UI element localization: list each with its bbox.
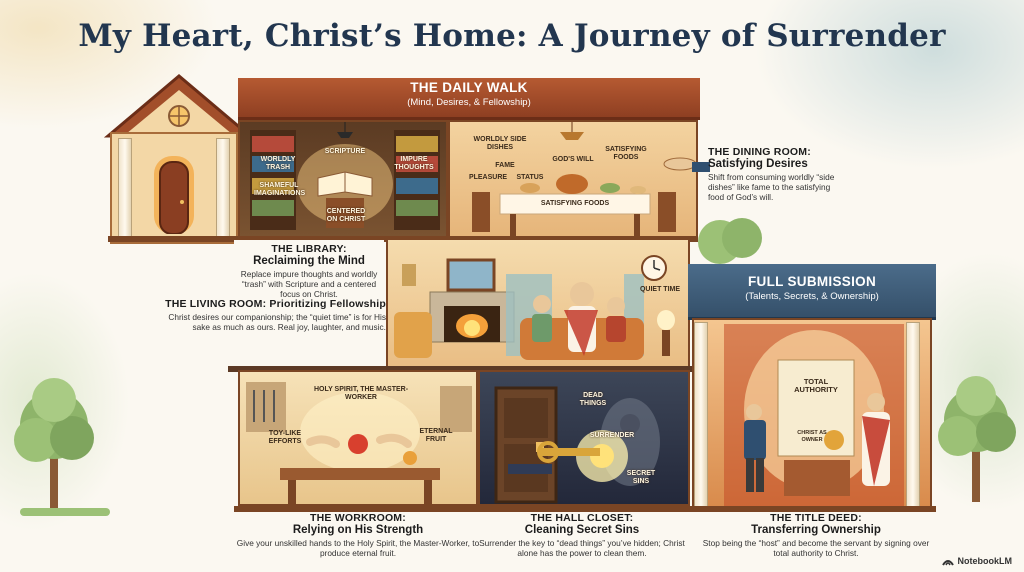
living-illustration <box>394 255 675 360</box>
tag-christ-as-owner: CHRIST AS OWNER <box>797 430 827 443</box>
dining-room-label: THE DINING ROOM: Satisfying Desires Shif… <box>708 146 848 202</box>
tag-gods-will: GOD'S WILL <box>552 156 594 163</box>
hall-closet-heading: THE HALL CLOSET: <box>530 512 634 524</box>
daily-walk-banner: THE DAILY WALK (Mind, Desires, & Fellows… <box>238 80 700 108</box>
closet-illustration <box>494 386 660 504</box>
watercolor-wash-top-right <box>754 0 1024 170</box>
tag-toy-like-efforts: TOY-LIKE EFFORTS <box>268 430 302 445</box>
title-deed-subheading: Transferring Ownership <box>751 524 881 536</box>
tag-eternal-fruit: ETERNAL FRUIT <box>419 428 453 443</box>
ground-floor <box>234 506 694 512</box>
tag-satisfying-foods-table: SATISFYING FOODS <box>540 200 610 207</box>
hall-closet-label: THE HALL CLOSET: Cleaning Secret Sins Su… <box>470 512 694 558</box>
library-living-label-bg <box>234 240 384 368</box>
library-heading: THE LIBRARY: <box>271 243 347 255</box>
dining-illustration <box>472 122 676 236</box>
tree-right-illustration <box>938 376 1016 502</box>
page-title: My Heart, Christ’s Home: A Journey of Su… <box>78 18 946 54</box>
tag-centered-on-christ: CENTERED ON CHRIST <box>326 208 366 223</box>
library-body: Replace impure thoughts and worldly “tra… <box>240 269 378 299</box>
living-room-heading: THE LIVING ROOM: Prioritizing Fellowship <box>165 298 386 310</box>
living-room: QUIET TIME <box>386 238 690 370</box>
brand-watermark: NotebookLM <box>941 556 1013 566</box>
workroom: HOLY SPIRIT, THE MASTER-WORKER TOY-LIKE … <box>238 370 478 506</box>
tag-shameful-imaginations: SHAMEFUL IMAGINATIONS <box>254 182 306 197</box>
living-room-body: Christ desires our companionship; the “q… <box>168 312 386 332</box>
title-deed-room: TOTAL AUTHORITY CHRIST AS OWNER <box>692 318 932 508</box>
workroom-heading: THE WORKROOM: <box>310 512 406 524</box>
workroom-body: Give your unskilled hands to the Holy Sp… <box>236 538 480 558</box>
title-deed-heading: THE TITLE DEED: <box>770 512 862 524</box>
title-deed-body: Stop being the “host” and become the ser… <box>702 538 930 558</box>
tag-status: STATUS <box>516 174 544 181</box>
full-submission-title: FULL SUBMISSION <box>747 274 876 289</box>
full-submission-banner: FULL SUBMISSION (Talents, Secrets, & Own… <box>688 274 936 302</box>
tag-pleasure: PLEASURE <box>468 174 508 181</box>
living-room-label: THE LIVING ROOM: Prioritizing Fellowship… <box>152 298 386 332</box>
tag-satisfying-foods: SATISFYING FOODS <box>605 146 647 161</box>
library-subheading: Reclaiming the Mind <box>253 255 365 267</box>
brand-label: NotebookLM <box>957 556 1013 566</box>
main-roof <box>238 78 700 120</box>
porch-roof <box>104 74 254 138</box>
library-illustration <box>250 122 440 230</box>
porch-step <box>108 236 240 242</box>
workroom-subheading: Relying on His Strength <box>292 524 424 536</box>
tag-total-authority: TOTAL AUTHORITY <box>794 377 838 394</box>
dining-room-heading: THE DINING ROOM: <box>708 146 811 158</box>
notebooklm-logo-icon <box>941 560 954 566</box>
title-deed-illustration <box>724 324 904 506</box>
daily-walk-title: THE DAILY WALK <box>410 80 528 95</box>
porch-column <box>118 138 132 238</box>
front-door-illustration <box>154 156 194 234</box>
bush-illustration <box>698 218 762 264</box>
title-deed-label: THE TITLE DEED: Transferring Ownership S… <box>698 512 934 558</box>
library-label: THE LIBRARY: Reclaiming the Mind Replace… <box>232 243 386 299</box>
library-room: WORLDLY TRASH SHAMEFUL IMAGINATIONS SCRI… <box>238 120 448 238</box>
tag-holy-spirit: HOLY SPIRIT, THE MASTER-WORKER <box>313 386 409 401</box>
submission-column <box>694 322 708 508</box>
hall-closet-body: Surrender the key to “dead things” you’v… <box>479 538 685 558</box>
tag-impure-thoughts: IMPURE THOUGHTS <box>394 156 434 171</box>
hall-closet-subheading: Cleaning Secret Sins <box>524 524 640 536</box>
daily-walk-subtitle: (Mind, Desires, & Fellowship) <box>407 97 531 108</box>
submission-floor <box>688 506 936 512</box>
submission-column <box>906 322 920 508</box>
dining-room-subheading: Satisfying Desires <box>708 158 808 170</box>
workroom-label: THE WORKROOM: Relying on His Strength Gi… <box>236 512 480 558</box>
full-submission-subtitle: (Talents, Secrets, & Ownership) <box>745 291 879 302</box>
dining-room-body: Shift from consuming worldly “side dishe… <box>708 172 835 202</box>
tag-quiet-time: QUIET TIME <box>639 286 681 293</box>
tag-scripture: SCRIPTURE <box>324 148 366 155</box>
hall-closet: DEAD THINGS SURRENDER SECRET SINS <box>478 370 690 506</box>
lower-floor-beam <box>228 366 694 372</box>
tag-dead-things: DEAD THINGS <box>579 392 607 407</box>
porch-column <box>216 138 230 238</box>
tag-surrender: SURRENDER <box>589 432 635 439</box>
workroom-illustration <box>246 382 472 504</box>
tree-left-illustration <box>14 378 110 516</box>
tag-secret-sins: SECRET SINS <box>626 470 656 485</box>
tag-fame: FAME <box>495 162 515 169</box>
tag-worldly-side-dishes: WORLDLY SIDE DISHES <box>473 136 527 151</box>
serving-hand-illustration <box>663 157 710 172</box>
tag-worldly-trash: WORLDLY TRASH <box>260 156 296 171</box>
dining-room: WORLDLY SIDE DISHES FAME PLEASURE STATUS… <box>448 120 698 238</box>
